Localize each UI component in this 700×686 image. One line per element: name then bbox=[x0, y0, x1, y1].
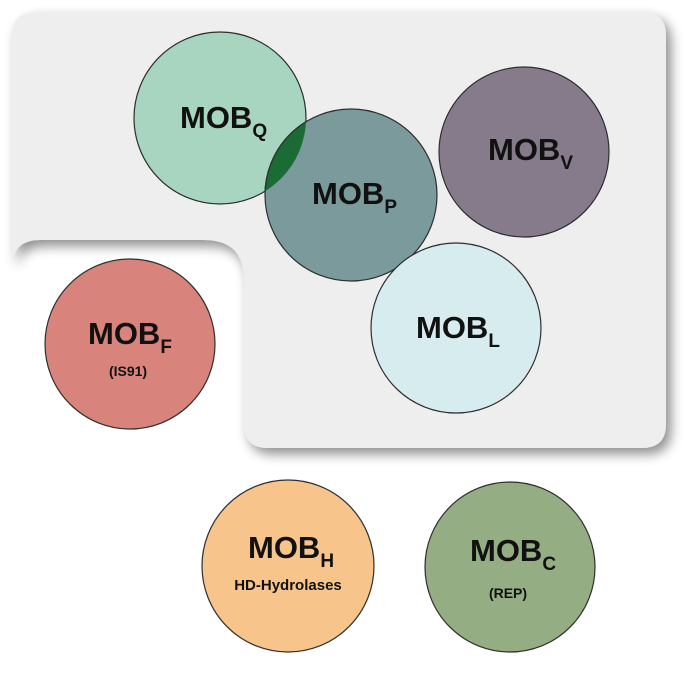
mob-q-label: MOBQ bbox=[180, 100, 267, 142]
mob-l-circle bbox=[370, 242, 542, 414]
mob-v-label: MOBV bbox=[488, 132, 573, 174]
mob-f-label: MOBF bbox=[88, 316, 172, 358]
mob-c-circle bbox=[424, 481, 596, 653]
mob-f-note: (IS91) bbox=[109, 363, 147, 379]
mob-v-circle bbox=[438, 66, 610, 238]
mob-h-circle bbox=[201, 479, 375, 653]
mob-q-circle bbox=[133, 31, 307, 205]
mob-p-circle bbox=[264, 108, 438, 282]
mob-f-circle bbox=[44, 258, 216, 430]
mob-l-label: MOBL bbox=[416, 310, 500, 352]
mob-c-label: MOBC bbox=[470, 533, 556, 575]
mob-c-note: (REP) bbox=[489, 585, 527, 601]
mob-p-label: MOBP bbox=[312, 176, 397, 218]
mob-h-note: HD-Hydrolases bbox=[234, 577, 342, 594]
mob-h-label: MOBH bbox=[248, 530, 334, 572]
